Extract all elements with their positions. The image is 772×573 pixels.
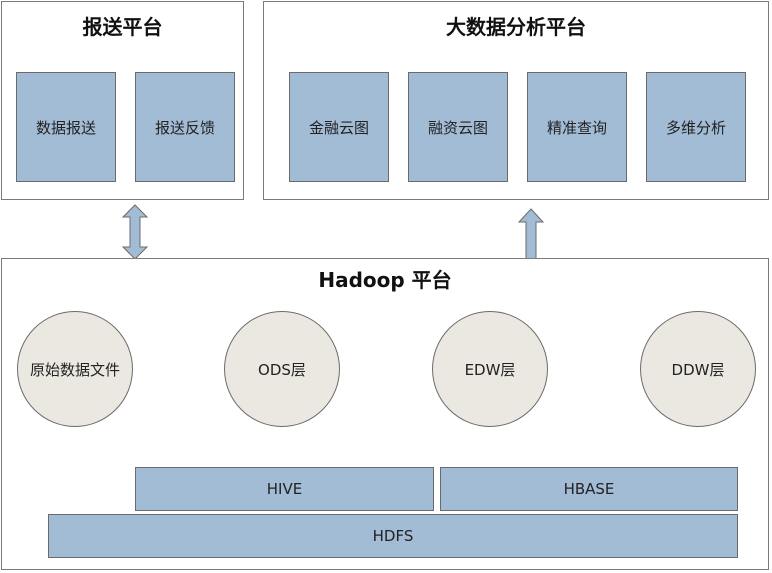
financing-cloud-map-box: 融资云图 [408, 72, 508, 182]
hdfs-bar: HDFS [48, 514, 738, 558]
hbase-bar: HBASE [440, 467, 738, 511]
ods-layer: ODS层 [224, 311, 340, 427]
report-feedback-box: 报送反馈 [135, 72, 235, 182]
report-platform-title: 报送平台 [82, 15, 163, 39]
ddw-layer: DDW层 [640, 311, 756, 427]
raw-data-files-layer: 原始数据文件 [17, 311, 133, 427]
hadoop-platform-title: Hadoop 平台 [318, 268, 452, 292]
analytics-platform-panel: 大数据分析平台 金融云图 融资云图 精准查询 多维分析 [263, 1, 769, 200]
multidim-analysis-box: 多维分析 [646, 72, 746, 182]
report-platform-panel: 报送平台 数据报送 报送反馈 [1, 1, 244, 200]
up-arrow-icon [517, 208, 545, 260]
hadoop-platform-panel: Hadoop 平台 原始数据文件 ODS层 EDW层 DDW层 HIVE HBA… [1, 258, 769, 570]
edw-layer: EDW层 [432, 311, 548, 427]
data-report-box: 数据报送 [16, 72, 116, 182]
precise-query-box: 精准查询 [527, 72, 627, 182]
analytics-platform-title: 大数据分析平台 [446, 15, 586, 39]
hive-bar: HIVE [135, 467, 434, 511]
financial-cloud-map-box: 金融云图 [289, 72, 389, 182]
bidirectional-arrow-icon [121, 204, 149, 260]
